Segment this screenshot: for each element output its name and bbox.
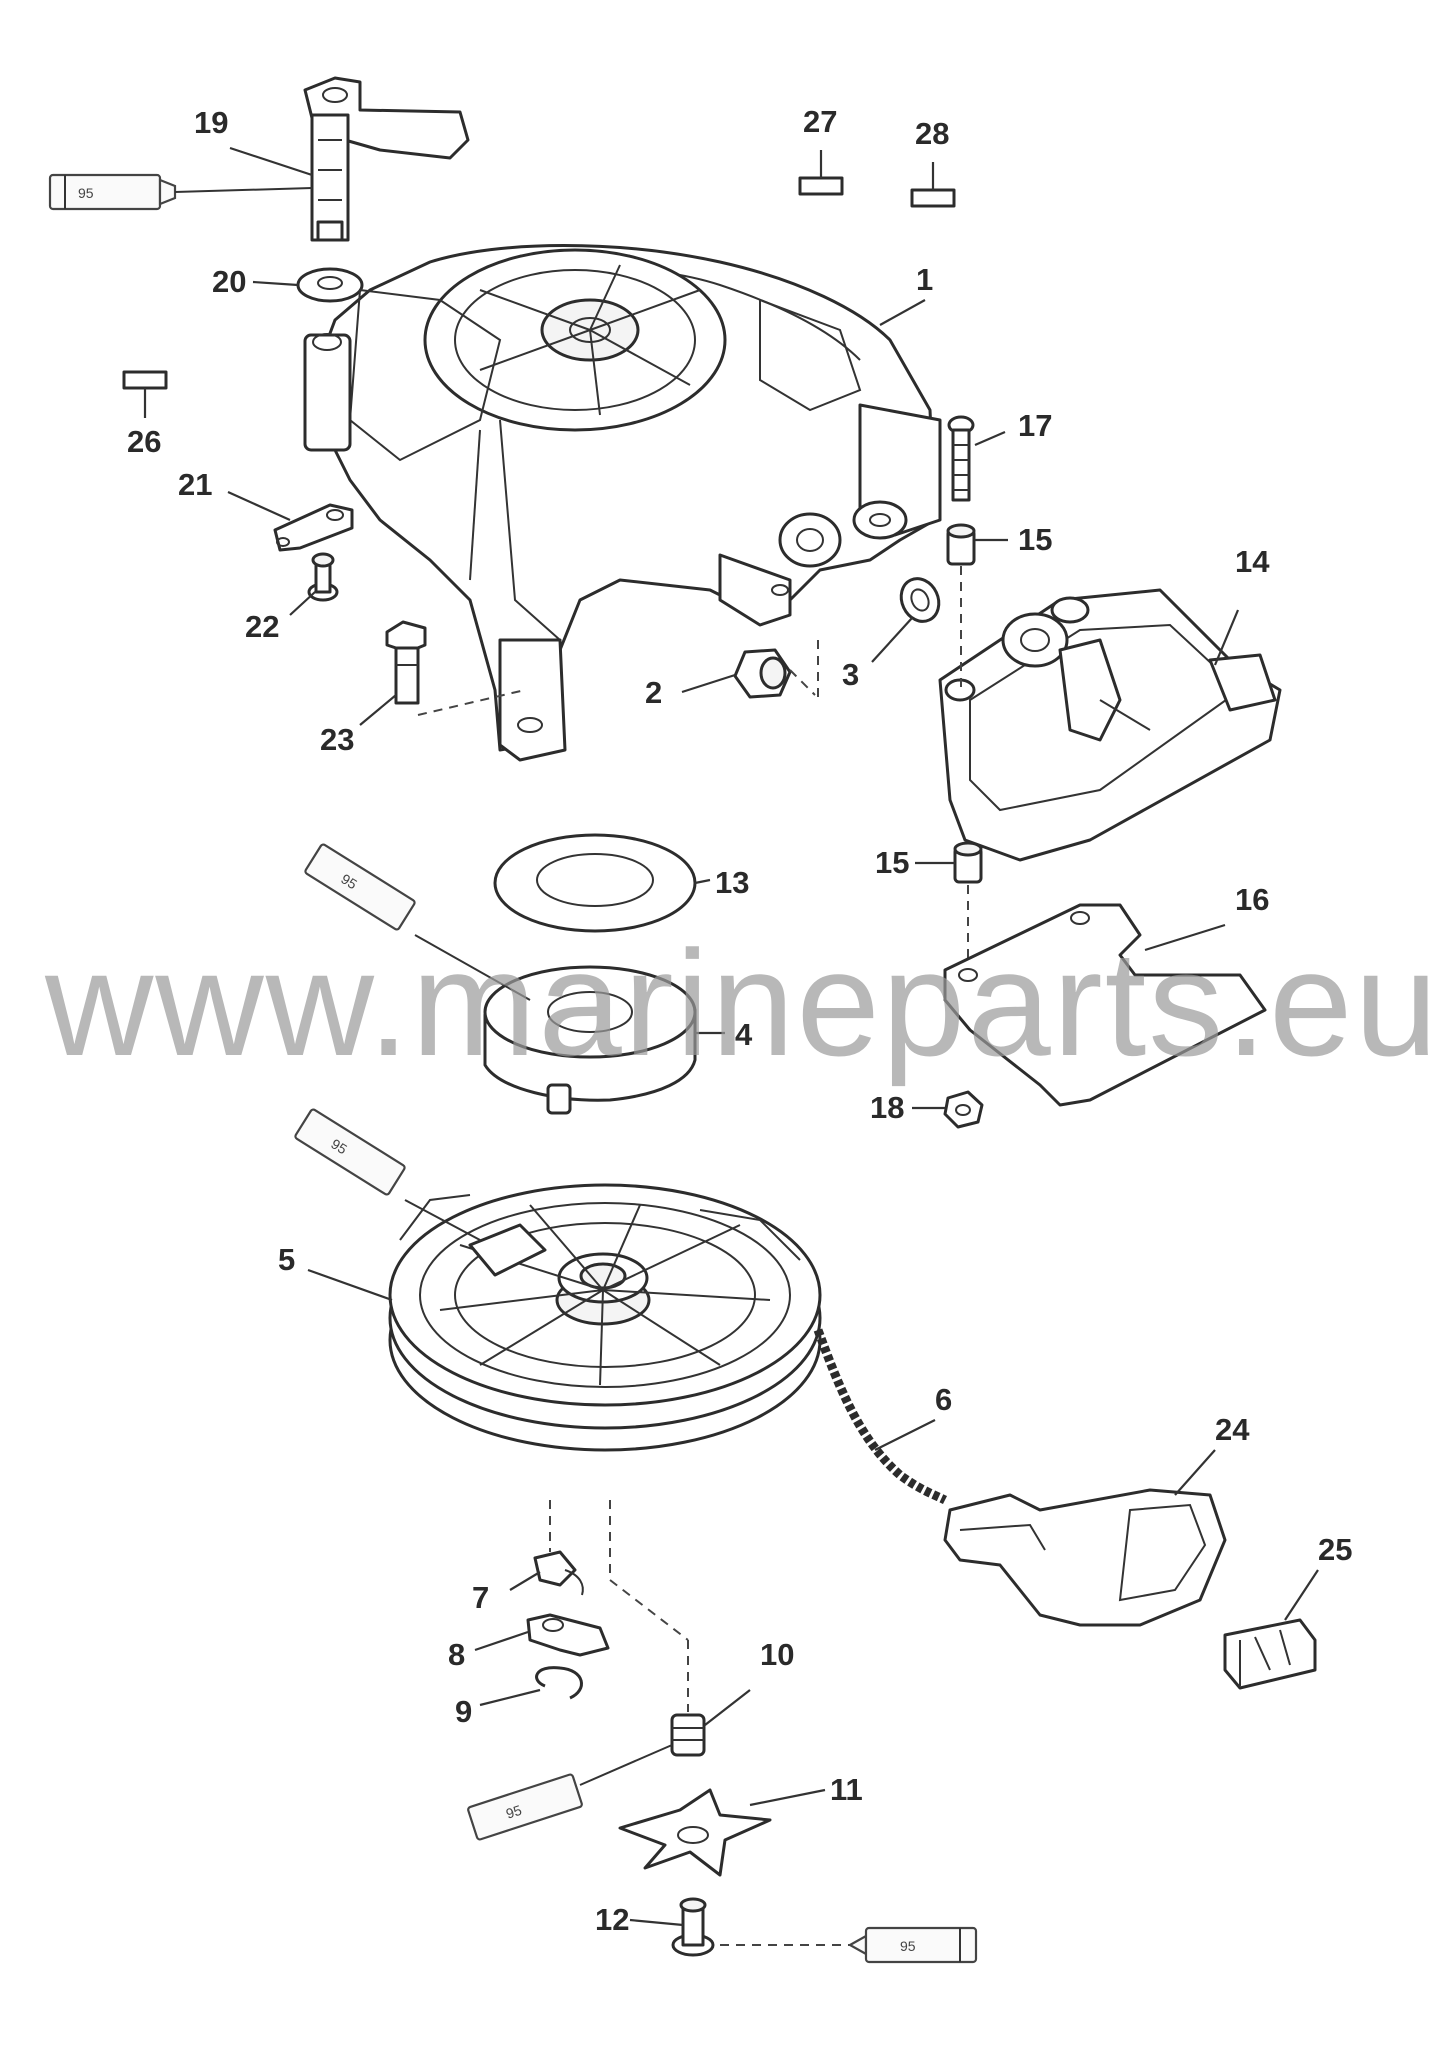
part-1-starter-housing bbox=[303, 244, 942, 762]
callout-21: 21 bbox=[178, 467, 212, 502]
part-3-seal bbox=[899, 577, 941, 623]
callout-4: 4 bbox=[735, 1017, 753, 1052]
callout-23: 23 bbox=[320, 722, 354, 757]
sealant-tube-top-left: 95 bbox=[48, 173, 313, 211]
sealant-tube-bottom: 95 bbox=[847, 1926, 978, 1964]
part-4-spring-cup bbox=[483, 965, 697, 1115]
part-15-spacer-lower bbox=[953, 841, 983, 960]
sealant-tube-mid-lower: 95 bbox=[294, 1108, 481, 1241]
callout-14: 14 bbox=[1235, 544, 1270, 579]
callout-1: 1 bbox=[916, 262, 933, 297]
leader-23-dashed bbox=[417, 689, 526, 716]
callout-19: 19 bbox=[194, 105, 228, 140]
callout-15-lower: 15 bbox=[875, 845, 909, 880]
callout-10: 10 bbox=[760, 1637, 794, 1672]
callout-24: 24 bbox=[1215, 1412, 1250, 1447]
sealant-tube-mid-upper: 95 bbox=[304, 843, 531, 1001]
part-13-thrust-washer bbox=[493, 833, 697, 933]
part-7-spring-pawl bbox=[533, 1500, 584, 1596]
tube-label: 95 bbox=[78, 185, 94, 201]
part-16-plate bbox=[943, 903, 1267, 1107]
part-24-rope-handle bbox=[943, 1488, 1227, 1627]
callout-leaders bbox=[227, 146, 1319, 1927]
part-17-screw bbox=[947, 415, 975, 502]
part-8-pawl bbox=[526, 1613, 610, 1657]
callout-15-upper: 15 bbox=[1018, 522, 1052, 557]
callout-26: 26 bbox=[127, 424, 161, 459]
part-6-starter-rope bbox=[813, 1328, 948, 1505]
callout-28: 28 bbox=[915, 116, 949, 151]
callout-8: 8 bbox=[448, 1637, 465, 1672]
tube-label: 95 bbox=[338, 870, 360, 892]
part-28-decal bbox=[910, 162, 956, 208]
callout-12: 12 bbox=[595, 1902, 629, 1937]
callout-17: 17 bbox=[1018, 408, 1052, 443]
part-20-washer bbox=[296, 267, 364, 303]
part-12-center-bolt bbox=[671, 1897, 850, 1957]
part-22-pin bbox=[307, 552, 339, 602]
part-19-lever-shaft bbox=[303, 76, 470, 242]
callout-3: 3 bbox=[842, 657, 859, 692]
callout-16: 16 bbox=[1235, 882, 1269, 917]
part-9-e-clip bbox=[535, 1666, 583, 1700]
callout-9: 9 bbox=[455, 1694, 472, 1729]
tube-label: 95 bbox=[328, 1135, 350, 1157]
sealant-tube-lower: 95 bbox=[467, 1744, 673, 1841]
part-21-link-arm bbox=[273, 503, 354, 552]
callout-6: 6 bbox=[935, 1382, 952, 1417]
callout-18: 18 bbox=[870, 1090, 904, 1125]
callout-2: 2 bbox=[645, 675, 662, 710]
callout-13: 13 bbox=[715, 865, 749, 900]
part-25-handle-insert bbox=[1223, 1618, 1317, 1690]
part-18-nut bbox=[943, 1090, 984, 1129]
callout-25: 25 bbox=[1318, 1532, 1352, 1567]
callout-27: 27 bbox=[803, 104, 837, 139]
part-14-bracket bbox=[938, 566, 1282, 862]
part-11-friction-plate bbox=[618, 1788, 772, 1877]
callout-labels: 19 20 1 27 28 26 17 15 21 22 23 2 3 14 1… bbox=[127, 104, 1352, 1937]
callout-20: 20 bbox=[212, 264, 246, 299]
watermark: www.marineparts.eu bbox=[44, 919, 1430, 1087]
part-15-spacer-upper bbox=[946, 523, 976, 566]
part-2-bushing bbox=[733, 640, 819, 700]
part-10-drive-nut bbox=[609, 1500, 706, 1757]
part-5-rope-pulley bbox=[388, 1183, 822, 1452]
tube-label: 95 bbox=[900, 1938, 916, 1954]
callout-11: 11 bbox=[830, 1772, 863, 1807]
callout-5: 5 bbox=[278, 1242, 295, 1277]
tube-label: 95 bbox=[504, 1802, 524, 1822]
callout-7: 7 bbox=[472, 1580, 489, 1615]
part-23-bolt bbox=[385, 620, 427, 705]
callout-22: 22 bbox=[245, 609, 279, 644]
part-26-decal bbox=[122, 370, 168, 418]
part-27-decal bbox=[798, 150, 844, 196]
